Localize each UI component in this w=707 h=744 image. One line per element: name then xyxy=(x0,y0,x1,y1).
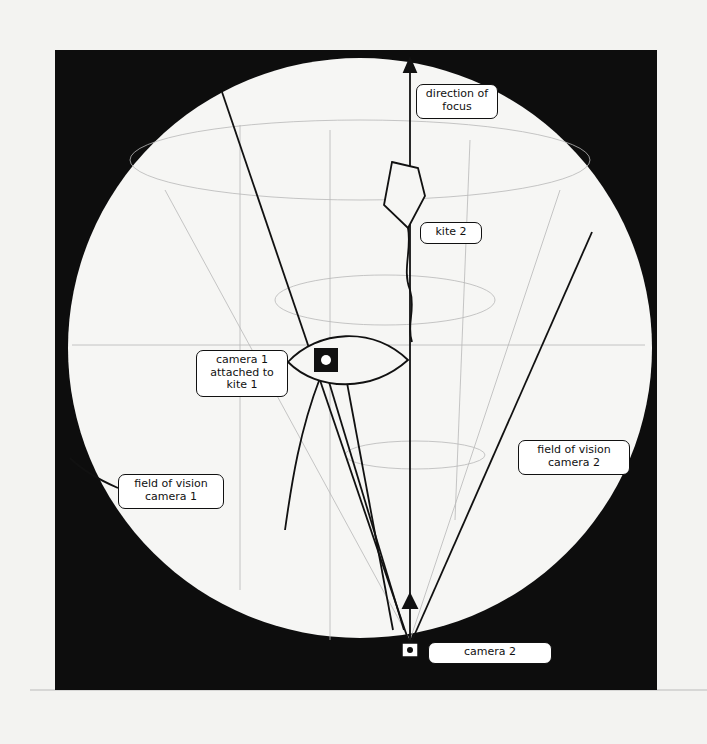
view-circle xyxy=(68,58,652,638)
label-text: kite 2 xyxy=(427,226,475,239)
camera-label: camera 1 attached to kite 1 xyxy=(196,350,288,397)
kite-label: kite 2 xyxy=(420,222,482,244)
label-text: camera 1 attached to kite 1 xyxy=(203,354,281,392)
camera-2-symbol xyxy=(402,643,418,657)
direction-axis xyxy=(403,58,417,645)
field-of-vision-label: field of vision camera 2 xyxy=(518,440,630,475)
label-text: field of vision camera 1 xyxy=(125,478,217,503)
field-of-vision-label: field of vision camera 1 xyxy=(118,474,224,509)
kite-1-with-camera xyxy=(288,336,408,384)
kite-2 xyxy=(384,162,425,342)
label-text: direction of focus xyxy=(423,88,491,113)
label-text: camera 2 xyxy=(435,646,545,659)
label-text: field of vision camera 2 xyxy=(525,444,623,469)
construction-lines xyxy=(72,120,645,640)
field-of-vision-lines xyxy=(70,92,592,645)
black-square xyxy=(55,50,657,690)
camera-label: camera 2 xyxy=(428,642,552,664)
direction-label: direction of focus xyxy=(416,84,498,119)
